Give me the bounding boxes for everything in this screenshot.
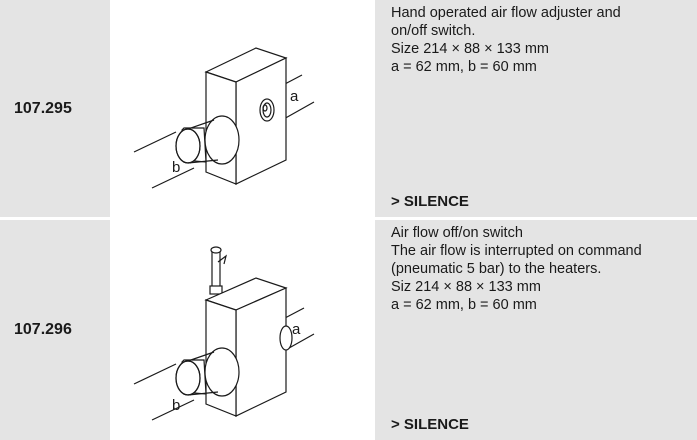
flow-switch-drawing: b a xyxy=(133,246,315,421)
dimension-a-label: a xyxy=(292,321,301,338)
product-code-text: 107.295 xyxy=(14,99,72,117)
dimension-b-label: b xyxy=(172,397,180,414)
flow-adjuster-drawing: b a xyxy=(133,47,315,189)
product-code: 107.295 xyxy=(0,0,110,217)
description-line: The air flow is interrupted on command xyxy=(391,243,642,259)
description-line: Air flow off/on switch xyxy=(391,225,523,241)
product-code: 107.296 xyxy=(0,220,110,440)
row-divider xyxy=(0,217,697,220)
product-drawing: b a xyxy=(114,220,371,440)
product-description: Hand operated air flow adjuster and on/o… xyxy=(375,0,697,217)
product-row: 107.296 xyxy=(0,220,697,440)
dimension-b-label: b xyxy=(172,159,180,176)
description-line: Hand operated air flow adjuster and xyxy=(391,5,621,21)
description-line: on/off switch. xyxy=(391,23,476,39)
description-line: (pneumatic 5 bar) to the heaters. xyxy=(391,261,602,277)
product-code-text: 107.296 xyxy=(14,321,72,338)
description-line: a = 62 mm, b = 60 mm xyxy=(391,59,537,75)
product-drawing: b a xyxy=(114,0,371,217)
product-description: Air flow off/on switch The air flow is i… xyxy=(375,220,697,440)
product-row: 107.295 xyxy=(0,0,697,217)
description-line: a = 62 mm, b = 60 mm xyxy=(391,297,537,313)
description-line: Siz 214 × 88 × 133 mm xyxy=(391,279,541,295)
silence-link[interactable]: > SILENCE xyxy=(391,416,469,433)
dimension-a-label: a xyxy=(290,88,299,105)
silence-link[interactable]: > SILENCE xyxy=(391,193,469,210)
description-line: Size 214 × 88 × 133 mm xyxy=(391,41,549,57)
